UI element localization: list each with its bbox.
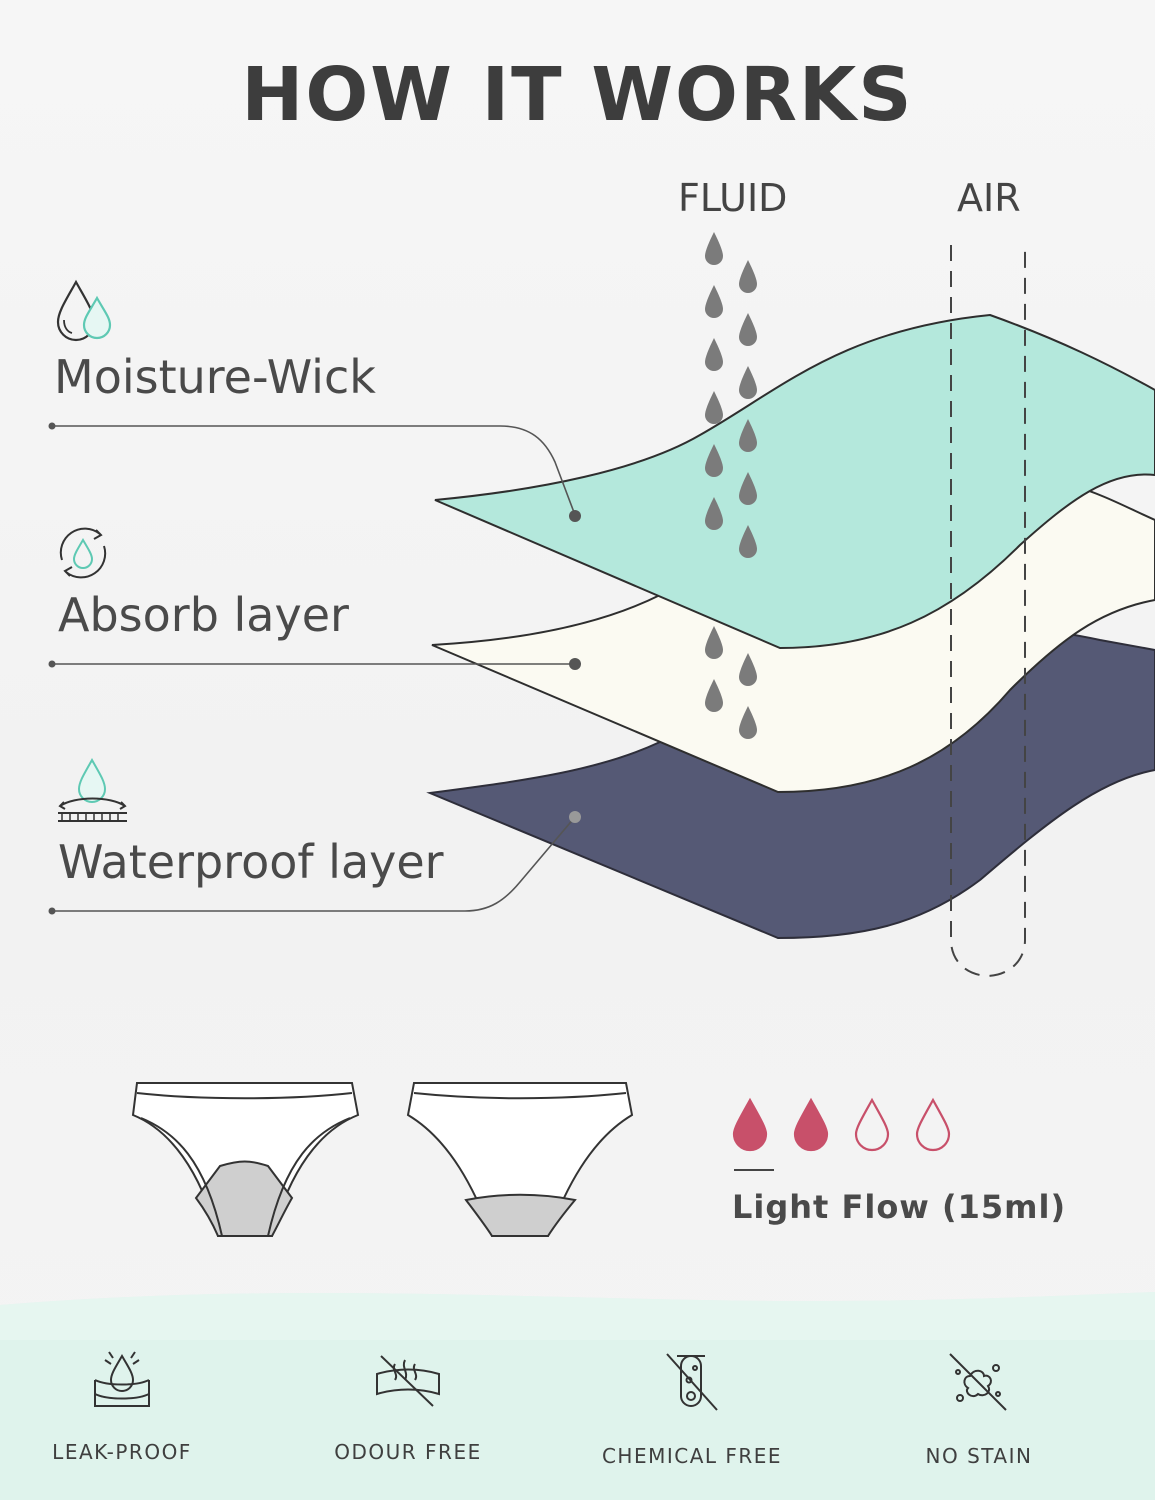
feature-leak-proof: LEAK-PROOF bbox=[0, 1350, 252, 1464]
leader-lines bbox=[52, 425, 576, 912]
fluid-label: FLUID bbox=[678, 176, 788, 220]
recycle-droplet-icon bbox=[59, 527, 107, 579]
no-stain-icon bbox=[949, 1353, 1007, 1411]
feature-chemical-free: CHEMICAL FREE bbox=[562, 1350, 822, 1468]
odour-free-icon bbox=[376, 1355, 440, 1407]
flow-drop-empty bbox=[854, 1097, 890, 1152]
flow-level-indicator bbox=[732, 1097, 951, 1152]
fluid-drops bbox=[705, 232, 757, 739]
chemical-free-icon bbox=[666, 1353, 718, 1411]
underwear-front-illustration bbox=[131, 1082, 360, 1237]
moisture-wick-label: Moisture-Wick bbox=[54, 350, 376, 404]
underwear-back-illustration bbox=[406, 1082, 634, 1237]
feature-odour-free: ODOUR FREE bbox=[278, 1350, 538, 1464]
flow-drop-filled bbox=[732, 1097, 768, 1152]
feature-label-leak-proof: LEAK-PROOF bbox=[52, 1440, 192, 1464]
feature-no-stain: NO STAIN bbox=[849, 1350, 1109, 1468]
waterproof-layer-label: Waterproof layer bbox=[58, 835, 444, 889]
air-label: AIR bbox=[957, 176, 1021, 220]
air-flow-lines bbox=[950, 245, 1026, 978]
flow-drop-empty bbox=[915, 1097, 951, 1152]
feature-label-chemical-free: CHEMICAL FREE bbox=[601, 1444, 783, 1468]
flow-label: Light Flow (15ml) bbox=[732, 1188, 1067, 1226]
double-droplet-icon bbox=[56, 279, 112, 342]
droplet-barrier-icon bbox=[58, 757, 127, 822]
moisture-wick-layer-shape bbox=[434, 313, 1155, 650]
flow-drop-filled bbox=[793, 1097, 829, 1152]
leak-proof-icon bbox=[94, 1351, 150, 1407]
absorb-layer-label: Absorb layer bbox=[58, 588, 349, 642]
page-title: HOW IT WORKS bbox=[241, 52, 914, 138]
feature-label-no-stain: NO STAIN bbox=[925, 1444, 1033, 1468]
feature-label-odour-free: ODOUR FREE bbox=[334, 1440, 482, 1464]
